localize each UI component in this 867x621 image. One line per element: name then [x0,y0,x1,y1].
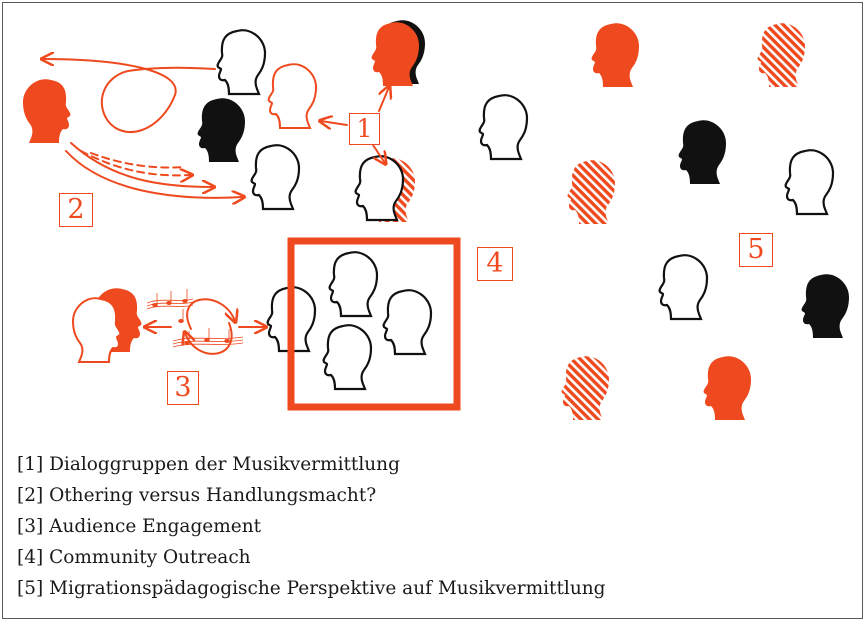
label-5: 5 [739,233,773,267]
head-outline-icon [478,94,529,161]
othering-arrow [65,150,243,198]
head-hatched-icon [561,356,609,420]
head-orange-outline-icon [72,297,122,363]
head-outline-icon [328,251,379,318]
head-black-icon [197,98,245,162]
head-orange-outline-icon [267,63,317,129]
label-1: 1 [349,113,380,145]
head-hatched-icon [757,23,805,87]
head-orange-icon [703,356,751,420]
head-orange-icon [23,79,71,143]
head-hatched-icon [567,160,615,224]
head-outline-icon [658,254,709,321]
music-notes-icon [146,289,244,348]
label-3: 3 [167,371,199,405]
pointer-arrow [372,144,385,163]
head-orange-icon [591,23,639,87]
head-outline-icon [784,149,835,216]
diagram-canvas [23,20,849,420]
head-outline-icon [216,29,267,96]
legend-item: [4] Community Outreach [17,547,251,568]
community-box [287,237,461,411]
head-outline-icon [322,324,373,391]
label-4: 4 [477,247,513,281]
legend-item: [2] Othering versus Handlungsmacht? [17,485,377,506]
legend-item: [1] Dialoggruppen der Musikvermittlung [17,454,400,475]
head-black-icon [801,274,849,338]
legend-item: [5] Migrationspädagogische Perspektive a… [17,578,606,599]
legend-list: [1] Dialoggruppen der Musikvermittlung [… [17,449,606,604]
heads-layer [23,20,849,420]
head-outline-icon [382,289,433,356]
head-outline-icon [250,144,301,211]
engagement-cycle-arrow [186,298,235,330]
pointer-arrow [321,121,348,125]
othering-dashed-arrow [80,150,191,175]
loop-arrow [43,59,216,133]
othering-arrow [70,142,213,187]
pointer-arrow [378,87,389,112]
othering-dashed-line [90,152,186,169]
legend-item: [3] Audience Engagement [17,516,262,537]
label-2: 2 [59,193,93,227]
head-black-icon [678,120,726,184]
